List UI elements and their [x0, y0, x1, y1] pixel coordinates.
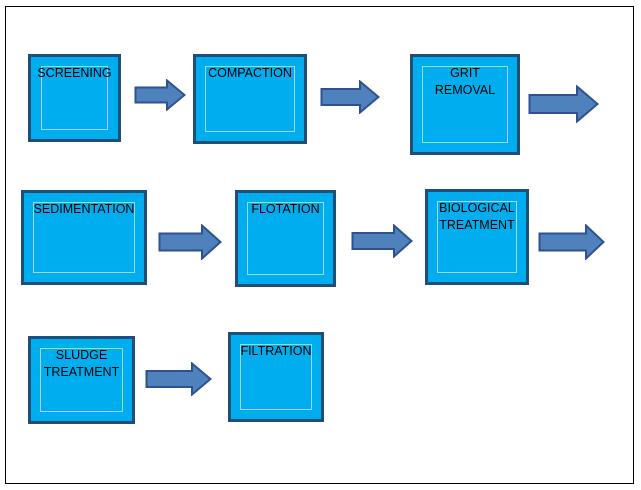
step-box-screening: SCREENING	[28, 54, 121, 142]
step-inner-border	[41, 66, 108, 130]
step-inner-border	[247, 202, 324, 275]
arrow-flotation-to-biological-treatment	[351, 224, 413, 258]
arrow-sludge-treatment-to-filtration	[145, 362, 212, 396]
arrow-grit-removal-to-sedimentation	[528, 85, 599, 123]
step-inner-border	[205, 66, 295, 132]
step-label-sedimentation: SEDIMENTATION	[33, 202, 135, 216]
arrow-biological-treatment-to-sludge-treatment	[538, 224, 605, 260]
arrow-compaction-to-grit-removal	[320, 80, 380, 114]
step-label-screening: SCREENING	[37, 66, 112, 80]
step-inner-border	[437, 201, 517, 273]
step-box-biological-treatment: BIOLOGICAL TREATMENT	[425, 189, 529, 285]
step-inner-border	[33, 202, 135, 273]
step-box-sedimentation: SEDIMENTATION	[21, 190, 147, 285]
step-box-compaction: COMPACTION	[193, 54, 307, 144]
step-label-flotation: FLOTATION	[251, 202, 320, 216]
step-label-grit-removal: GRIT REMOVAL	[434, 66, 496, 97]
step-box-filtration: FILTRATION	[228, 332, 324, 422]
step-box-grit-removal: GRIT REMOVAL	[410, 54, 520, 155]
step-label-compaction: COMPACTION	[208, 66, 292, 80]
step-inner-border	[40, 348, 123, 412]
step-label-filtration: FILTRATION	[240, 344, 312, 358]
arrow-screening-to-compaction	[134, 79, 186, 111]
step-label-biological-treatment: BIOLOGICAL TREATMENT	[439, 201, 515, 232]
step-label-sludge-treatment: SLUDGE TREATMENT	[43, 348, 120, 379]
step-inner-border	[240, 344, 312, 410]
step-box-flotation: FLOTATION	[235, 190, 336, 287]
step-inner-border	[422, 66, 508, 143]
step-box-sludge-treatment: SLUDGE TREATMENT	[28, 336, 135, 424]
arrow-sedimentation-to-flotation	[158, 224, 222, 260]
